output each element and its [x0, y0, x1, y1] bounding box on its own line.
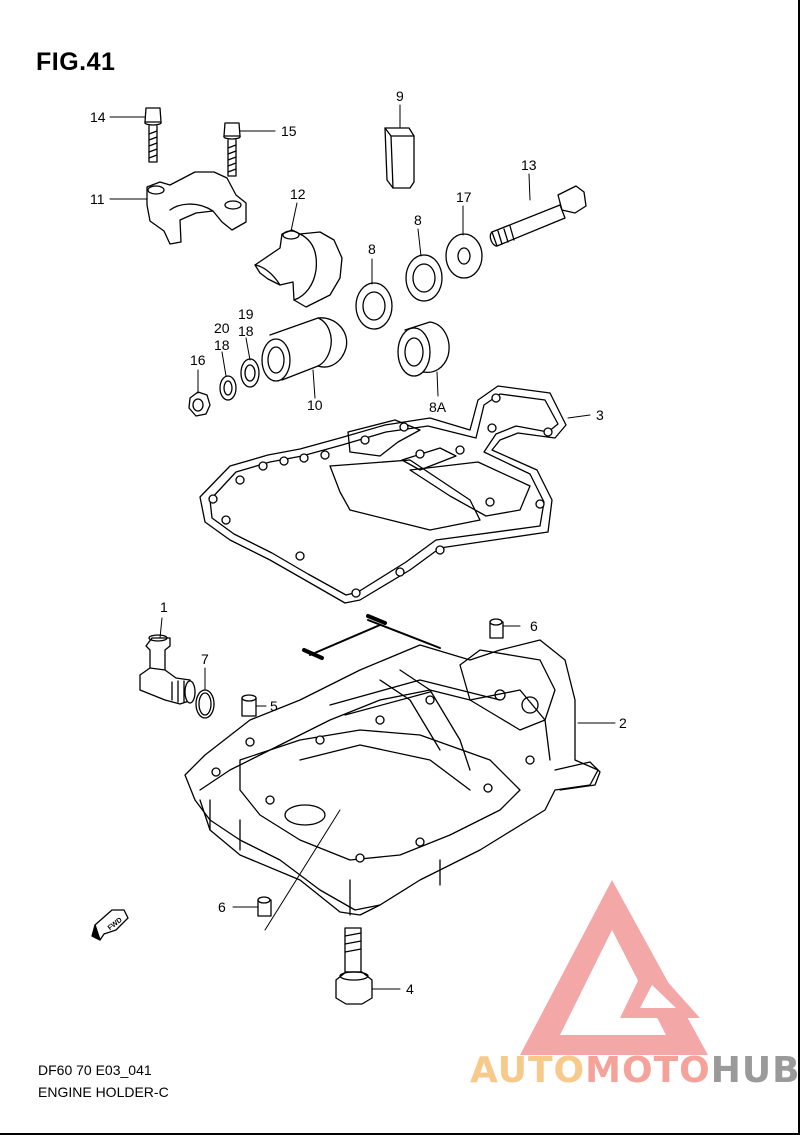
callout-6-bottom: 6	[218, 899, 226, 915]
ring-8-right	[405, 254, 443, 302]
clamp-11	[146, 171, 247, 245]
bushing-10	[261, 317, 348, 382]
callout-1: 1	[160, 599, 168, 615]
callout-5: 5	[270, 698, 278, 714]
callout-19: 19	[238, 306, 254, 322]
callout-8A: 8A	[429, 399, 447, 415]
nut-16	[188, 391, 211, 417]
figure-title: FIG.41	[36, 48, 116, 76]
engine-holder-2	[184, 614, 601, 916]
watermark-text: AUTOMOTOHUB	[470, 1050, 800, 1091]
bolt-4	[335, 927, 373, 1005]
callout-18-left: 18	[214, 337, 230, 353]
callout-18-right: 18	[238, 323, 254, 339]
callout-3: 3	[596, 407, 604, 423]
bolt-15	[223, 122, 241, 177]
watermark-moto: MOTO	[585, 1050, 711, 1091]
ring-8-left	[355, 282, 393, 330]
callout-20: 20	[214, 320, 230, 336]
bolt-14	[144, 107, 162, 163]
callout-2: 2	[619, 715, 627, 731]
clamp-12	[254, 229, 343, 308]
callout-8-left: 8	[368, 241, 376, 257]
callout-11: 11	[90, 191, 105, 207]
leader-lines	[109, 104, 616, 990]
washer-18-20	[219, 375, 237, 401]
dowel-5	[241, 694, 257, 717]
callout-8-right: 8	[414, 212, 422, 228]
callout-12: 12	[290, 186, 306, 202]
fwd-arrow-icon	[91, 909, 129, 941]
pad-9	[384, 127, 415, 189]
washer-17	[445, 233, 483, 279]
callout-10: 10	[307, 397, 323, 413]
watermark-hub: HUB	[710, 1050, 800, 1091]
callout-14: 14	[90, 109, 106, 125]
drawing-code: DF60 70 E03_041	[38, 1062, 152, 1078]
fitting-1	[139, 634, 196, 705]
gasket-3	[199, 385, 567, 604]
callout-4: 4	[406, 981, 414, 997]
drawing-name: ENGINE HOLDER-C	[38, 1084, 169, 1100]
watermark-logo-triangle	[520, 880, 708, 1055]
callout-16: 16	[190, 352, 206, 368]
callout-labels: 1 2 3 4 5 6 6 7 8 8 8A 9 10 11 12 13 14 …	[90, 88, 627, 997]
bushing-8A	[397, 321, 450, 377]
callout-7: 7	[201, 651, 209, 667]
callout-17: 17	[456, 189, 472, 205]
callout-13: 13	[521, 157, 537, 173]
callout-9: 9	[396, 88, 404, 104]
o-ring-7	[195, 689, 215, 719]
dowel-6-top	[489, 618, 504, 639]
callout-6-top: 6	[530, 618, 538, 634]
callout-15: 15	[281, 123, 297, 139]
watermark-auto: AUTO	[470, 1050, 586, 1091]
bolt-13	[489, 185, 587, 247]
washer-18-19	[240, 358, 260, 388]
dowel-6-bottom	[257, 896, 272, 917]
